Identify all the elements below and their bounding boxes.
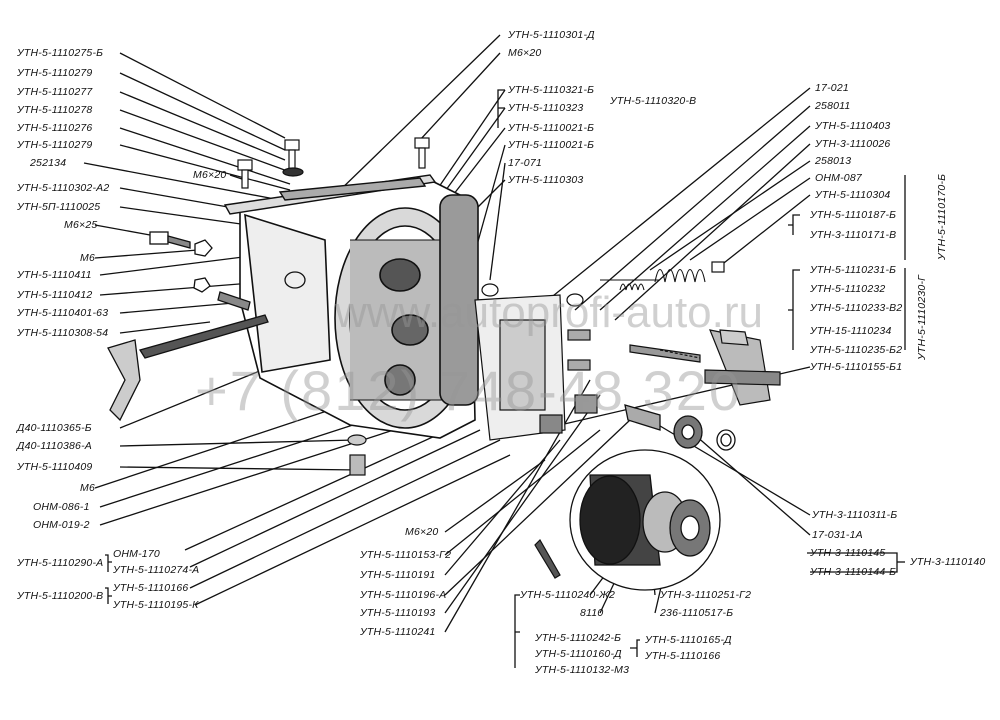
part-label: УТН-5-1110155-Б1 (810, 361, 903, 373)
part-label: УТН-5-1110278 (17, 104, 93, 116)
part-label: УТН-5-1110412 (17, 289, 93, 301)
part-label: М6 (80, 482, 95, 494)
group-key: УТН-5-1110200-В (17, 590, 104, 602)
group-key: УТН-5-1110290-А (17, 557, 104, 569)
part-label: ОНМ-019-2 (33, 519, 90, 531)
part-label: Д40-1110386-А (17, 440, 92, 452)
part-label: ОНМ-087 (815, 172, 862, 184)
part-label: 258013 (815, 155, 852, 167)
part-label: УТН-5-1110403 (815, 120, 891, 132)
part-label: УТН-5-1110132-М3 (535, 664, 630, 676)
part-label: УТН-5-1110231-Б (810, 264, 897, 276)
part-label: УТН-5-1110242-Б (535, 632, 622, 644)
part-label: УТН-5-1110323 (508, 102, 584, 114)
part-label: 252134 (30, 157, 67, 169)
watermark-site: www.autoprofi-auto.ru (335, 288, 763, 337)
group-key: УТН-5-1110230-Г (916, 274, 928, 360)
part-label: УТН-5П-1110025 (17, 201, 101, 213)
part-label: УТН-5-1110301-Д (508, 29, 595, 41)
group-key: УТН-3-1110140 (910, 556, 986, 568)
part-label: УТН-5-1110160-Д (535, 648, 622, 660)
part-label: УТН-5-1110233-В2 (810, 302, 903, 314)
part-label: УТН-5-1110166 (113, 582, 189, 594)
part-label: ОНМ-170 (113, 548, 160, 560)
part-label: УТН-3-1110144-Б (810, 566, 897, 578)
part-label: УТН-3-1110026 (815, 138, 891, 150)
part-label: УТН-5-1110279 (17, 139, 93, 151)
part-label: УТН-5-1110321-Б (508, 84, 595, 96)
part-label: УТН-5-1110276 (17, 122, 93, 134)
part-label: УТН-5-1110277 (17, 86, 93, 98)
part-label: УТН-5-1110240-Ж2 (520, 589, 616, 601)
part-label: УТН-5-1110196-А (360, 589, 447, 601)
part-label: М6×20 (508, 47, 542, 59)
part-label: 17-021 (815, 82, 849, 94)
part-label: УТН-3-1110251-Г2 (660, 589, 752, 601)
part-label: 8110 (580, 607, 604, 619)
part-label: 17-031-1А (812, 529, 863, 541)
part-label: УТН-5-1110279 (17, 67, 93, 79)
part-label: УТН-5-1110411 (17, 269, 92, 281)
part-label: УТН-5-1110165-Д (645, 634, 732, 646)
part-label: УТН-5-1110303 (508, 174, 584, 186)
part-label: УТН-5-1110302-А2 (17, 182, 110, 194)
part-label: М6×25 (64, 219, 98, 231)
part-label: УТН-5-1110275-Б (17, 47, 104, 59)
part-label: УТН-5-1110021-Б (508, 122, 595, 134)
part-label: УТН-5-1110401-63 (17, 307, 109, 319)
part-label: 236-1110517-Б (660, 607, 734, 619)
part-label: УТН-15-1110234 (810, 325, 892, 337)
part-label: УТН-5-1110193 (360, 607, 436, 619)
part-label: 17-071 (508, 157, 542, 169)
part-label: УТН-3-1110171-В (810, 229, 897, 241)
part-label: УТН-5-1110304 (815, 189, 891, 201)
part-label: М6×20 (193, 169, 227, 181)
part-label: УТН-5-1110308-54 (17, 327, 109, 339)
part-label: УТН-5-1110409 (17, 461, 93, 473)
part-label: УТН-5-1110241 (360, 626, 436, 638)
part-label: УТН-5-1110187-Б (810, 209, 897, 221)
part-label: М6×20 (405, 526, 439, 538)
part-label: УТН-5-1110166 (645, 650, 721, 662)
part-label: УТН-5-1110235-Б2 (810, 344, 903, 356)
part-label: УТН-3-1110311-Б (812, 509, 898, 521)
part-label: УТН-5-1110153-Г2 (360, 549, 452, 561)
part-label: М6 (80, 252, 95, 264)
part-label: УТН-5-1110274-А (113, 564, 200, 576)
part-label: УТН-5-1110191 (360, 569, 436, 581)
part-label: УТН-3-1110145 (810, 547, 886, 559)
part-label: УТН-5-1110195-К (113, 599, 199, 611)
group-key: УТН-5-1110320-В (610, 95, 697, 107)
part-label: 258011 (815, 100, 851, 112)
part-label: УТН-5-1110232 (810, 283, 886, 295)
part-label: Д40-1110365-Б (17, 422, 92, 434)
part-label: ОНМ-086-1 (33, 501, 90, 513)
group-key: УТН-5-1110170-Б (936, 173, 948, 260)
watermark-phone: +7 (812) 748-48 320 (195, 359, 743, 422)
part-label: УТН-5-1110021-Б (508, 139, 595, 151)
